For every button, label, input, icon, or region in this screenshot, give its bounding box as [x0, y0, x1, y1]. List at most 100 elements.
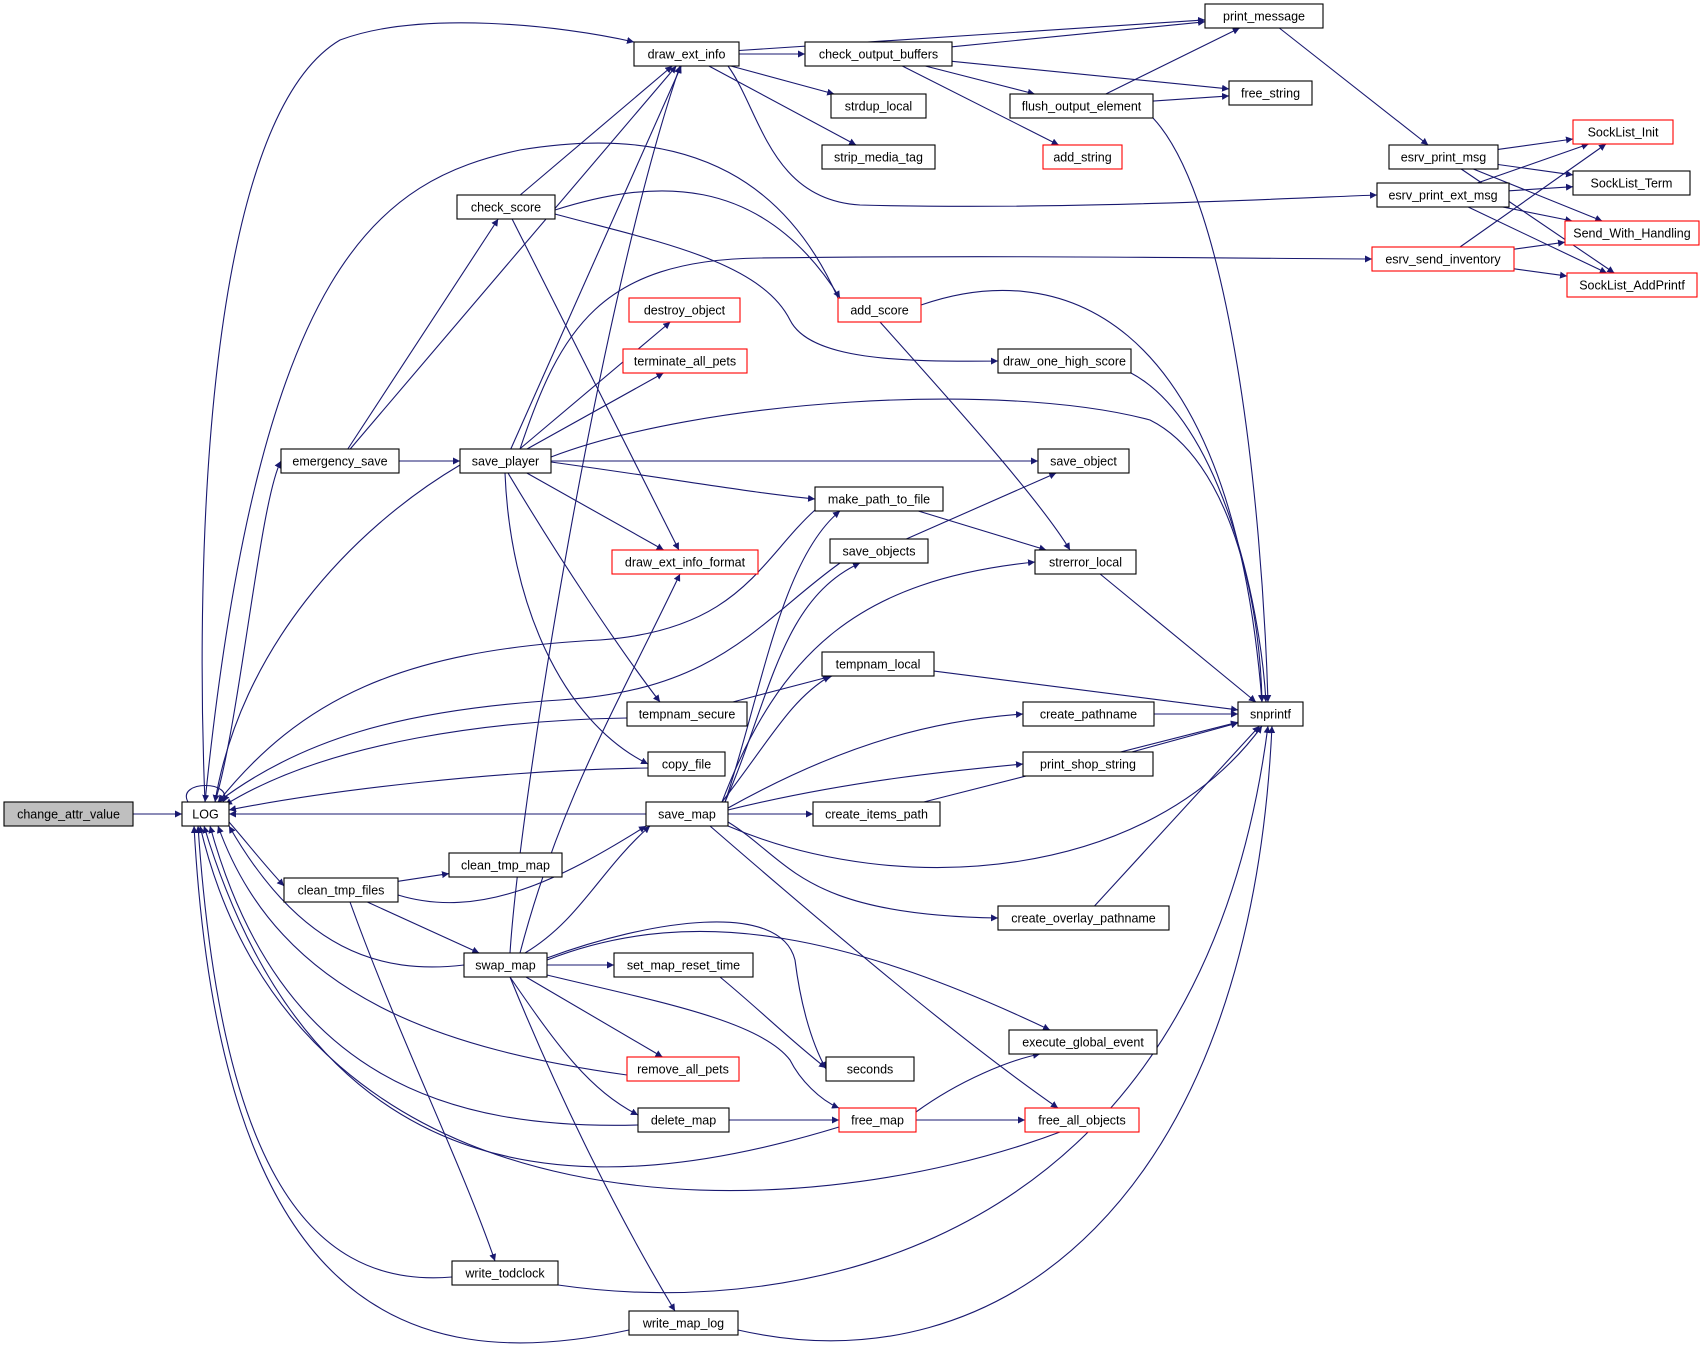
node-box[interactable]: [448, 852, 563, 878]
node-free_map[interactable]: free_map: [838, 1107, 917, 1133]
node-box[interactable]: [997, 905, 1170, 931]
node-esrv_print_msg[interactable]: esrv_print_msg: [1388, 144, 1499, 170]
node-box[interactable]: [628, 297, 741, 323]
node-box[interactable]: [1388, 144, 1499, 170]
node-flush_output_element[interactable]: flush_output_element: [1009, 93, 1154, 119]
node-save_map[interactable]: save_map: [645, 801, 729, 827]
node-SockList_Init[interactable]: SockList_Init: [1572, 119, 1674, 145]
node-tempnam_secure[interactable]: tempnam_secure: [626, 701, 748, 727]
node-box[interactable]: [1572, 170, 1691, 196]
node-draw_ext_info[interactable]: draw_ext_info: [633, 41, 740, 67]
node-create_items_path[interactable]: create_items_path: [812, 801, 941, 827]
node-box[interactable]: [1042, 144, 1123, 170]
node-box[interactable]: [611, 549, 759, 575]
node-box[interactable]: [637, 1107, 730, 1133]
node-box[interactable]: [628, 1310, 739, 1336]
node-box[interactable]: [804, 41, 953, 67]
node-box[interactable]: [1376, 182, 1510, 208]
node-snprintf[interactable]: snprintf: [1237, 701, 1304, 727]
node-SockList_AddPrintf[interactable]: SockList_AddPrintf: [1566, 272, 1698, 298]
node-box[interactable]: [456, 194, 556, 220]
node-add_score[interactable]: add_score: [837, 297, 922, 323]
node-swap_map[interactable]: swap_map: [463, 952, 548, 978]
node-create_overlay_pathname[interactable]: create_overlay_pathname: [997, 905, 1170, 931]
node-box[interactable]: [1022, 751, 1154, 777]
node-print_shop_string[interactable]: print_shop_string: [1022, 751, 1154, 777]
node-box[interactable]: [837, 297, 922, 323]
node-box[interactable]: [626, 701, 748, 727]
node-box[interactable]: [838, 1107, 917, 1133]
node-tempnam_local[interactable]: tempnam_local: [821, 651, 935, 677]
node-esrv_send_inventory[interactable]: esrv_send_inventory: [1371, 246, 1515, 272]
node-box[interactable]: [1022, 701, 1155, 727]
node-box[interactable]: [3, 801, 134, 827]
node-box[interactable]: [821, 144, 936, 170]
node-execute_global_event[interactable]: execute_global_event: [1008, 1029, 1158, 1055]
node-Send_With_Handling[interactable]: Send_With_Handling: [1564, 220, 1700, 246]
node-seconds[interactable]: seconds: [825, 1056, 915, 1082]
node-box[interactable]: [451, 1260, 559, 1286]
node-box[interactable]: [1228, 80, 1313, 106]
node-delete_map[interactable]: delete_map: [637, 1107, 730, 1133]
node-clean_tmp_files[interactable]: clean_tmp_files: [283, 877, 399, 903]
node-set_map_reset_time[interactable]: set_map_reset_time: [613, 952, 754, 978]
node-clean_tmp_map[interactable]: clean_tmp_map: [448, 852, 563, 878]
node-box[interactable]: [647, 751, 726, 777]
node-save_objects[interactable]: save_objects: [829, 538, 929, 564]
node-box[interactable]: [1008, 1029, 1158, 1055]
node-box[interactable]: [459, 448, 552, 474]
node-write_todclock[interactable]: write_todclock: [451, 1260, 559, 1286]
node-free_string[interactable]: free_string: [1228, 80, 1313, 106]
node-LOG[interactable]: LOG: [181, 801, 230, 827]
node-box[interactable]: [1371, 246, 1515, 272]
node-add_string[interactable]: add_string: [1042, 144, 1123, 170]
node-check_output_buffers[interactable]: check_output_buffers: [804, 41, 953, 67]
node-write_map_log[interactable]: write_map_log: [628, 1310, 739, 1336]
node-draw_one_high_score[interactable]: draw_one_high_score: [997, 348, 1132, 374]
node-make_path_to_file[interactable]: make_path_to_file: [814, 486, 944, 512]
node-box[interactable]: [1204, 3, 1324, 29]
node-box[interactable]: [812, 801, 941, 827]
node-box[interactable]: [613, 952, 754, 978]
node-box[interactable]: [1037, 448, 1130, 474]
node-box[interactable]: [1572, 119, 1674, 145]
node-box[interactable]: [181, 801, 230, 827]
node-box[interactable]: [1237, 701, 1304, 727]
node-create_pathname[interactable]: create_pathname: [1022, 701, 1155, 727]
node-strip_media_tag[interactable]: strip_media_tag: [821, 144, 936, 170]
node-box[interactable]: [280, 448, 400, 474]
node-check_score[interactable]: check_score: [456, 194, 556, 220]
node-box[interactable]: [1009, 93, 1154, 119]
node-box[interactable]: [825, 1056, 915, 1082]
node-box[interactable]: [1034, 549, 1137, 575]
node-esrv_print_ext_msg[interactable]: esrv_print_ext_msg: [1376, 182, 1510, 208]
node-box[interactable]: [830, 93, 927, 119]
node-draw_ext_info_format[interactable]: draw_ext_info_format: [611, 549, 759, 575]
node-print_message[interactable]: print_message: [1204, 3, 1324, 29]
node-change_attr_value[interactable]: change_attr_value: [3, 801, 134, 827]
node-strerror_local[interactable]: strerror_local: [1034, 549, 1137, 575]
node-box[interactable]: [1566, 272, 1698, 298]
node-box[interactable]: [821, 651, 935, 677]
node-box[interactable]: [829, 538, 929, 564]
node-box[interactable]: [283, 877, 399, 903]
node-save_player[interactable]: save_player: [459, 448, 552, 474]
node-SockList_Term[interactable]: SockList_Term: [1572, 170, 1691, 196]
node-strdup_local[interactable]: strdup_local: [830, 93, 927, 119]
node-remove_all_pets[interactable]: remove_all_pets: [626, 1056, 740, 1082]
node-copy_file[interactable]: copy_file: [647, 751, 726, 777]
node-box[interactable]: [463, 952, 548, 978]
node-box[interactable]: [626, 1056, 740, 1082]
node-box[interactable]: [814, 486, 944, 512]
node-terminate_all_pets[interactable]: terminate_all_pets: [622, 348, 748, 374]
node-box[interactable]: [997, 348, 1132, 374]
node-box[interactable]: [645, 801, 729, 827]
node-free_all_objects[interactable]: free_all_objects: [1024, 1107, 1140, 1133]
node-box[interactable]: [1564, 220, 1700, 246]
node-save_object[interactable]: save_object: [1037, 448, 1130, 474]
node-box[interactable]: [622, 348, 748, 374]
node-box[interactable]: [633, 41, 740, 67]
node-destroy_object[interactable]: destroy_object: [628, 297, 741, 323]
node-emergency_save[interactable]: emergency_save: [280, 448, 400, 474]
node-box[interactable]: [1024, 1107, 1140, 1133]
